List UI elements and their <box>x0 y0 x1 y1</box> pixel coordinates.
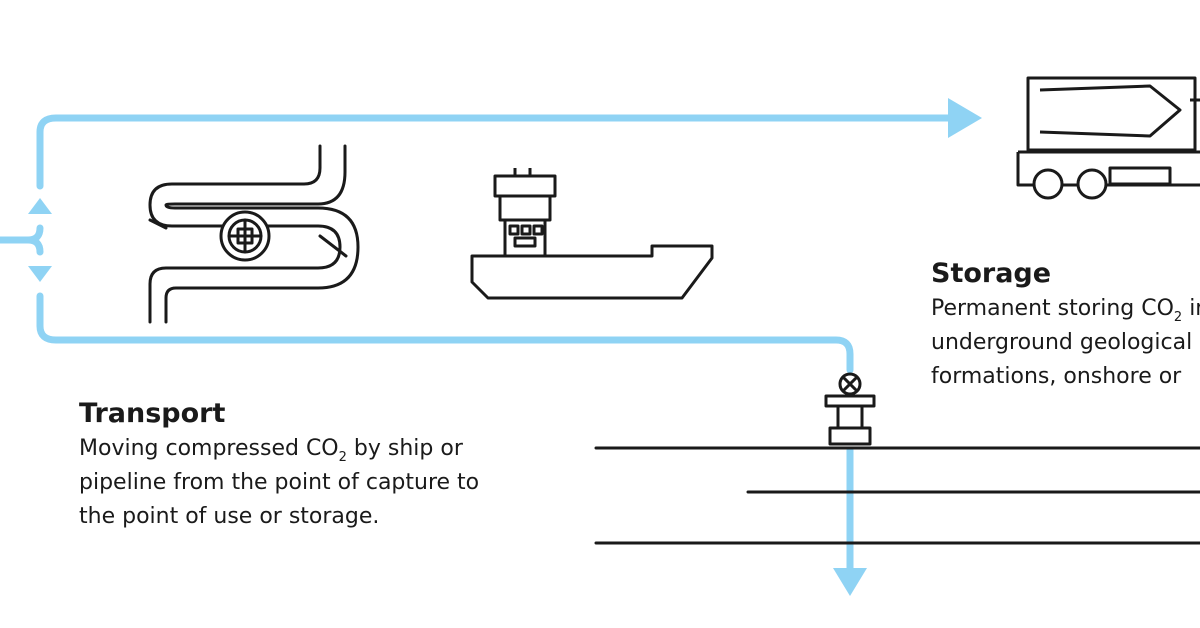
arrow-down-small-icon <box>28 266 52 282</box>
transport-line-2: pipeline from the point of capture to <box>79 470 480 495</box>
ground-strata <box>594 446 1200 545</box>
storage-line-1-pre: Permanent storing CO <box>931 296 1174 321</box>
concrete-mixer-truck-icon <box>1016 76 1200 200</box>
wellhead-icon <box>824 372 876 446</box>
transport-heading: Transport <box>79 398 226 429</box>
arrow-right-icon <box>948 98 982 138</box>
flow-arrowheads <box>28 98 982 596</box>
storage-line-3: formations, onshore or <box>931 364 1182 389</box>
flow-line-lower <box>36 292 854 374</box>
storage-description: Permanent storing CO2 in underground geo… <box>931 292 1200 394</box>
ship-icon <box>470 168 714 300</box>
transport-description: Moving compressed CO2 by ship or pipelin… <box>79 432 479 534</box>
flow-line-split <box>24 236 44 256</box>
flow-lines <box>0 114 956 576</box>
arrow-up-icon <box>28 198 52 214</box>
transport-line-1-post: by ship or <box>346 436 463 461</box>
transport-line-1: Moving compressed CO2 by ship or <box>79 432 479 466</box>
storage-line-1: Permanent storing CO2 in <box>931 292 1200 326</box>
transport-block: Transport Moving compressed CO2 by ship … <box>79 398 479 534</box>
transport-line-1-sub: 2 <box>338 450 347 465</box>
storage-block: Storage Permanent storing CO2 in undergr… <box>931 258 1200 394</box>
transport-line-1-pre: Moving compressed CO <box>79 436 339 461</box>
flow-line-upper <box>36 114 956 190</box>
storage-line-1-post: in <box>1189 296 1200 321</box>
storage-heading: Storage <box>931 258 1052 289</box>
arrow-down-icon <box>833 568 867 596</box>
transport-line-3: the point of use or storage. <box>79 504 380 529</box>
storage-line-2: underground geological <box>931 330 1193 355</box>
storage-line-1-sub: 2 <box>1173 310 1183 325</box>
pipeline-icon <box>148 144 360 324</box>
